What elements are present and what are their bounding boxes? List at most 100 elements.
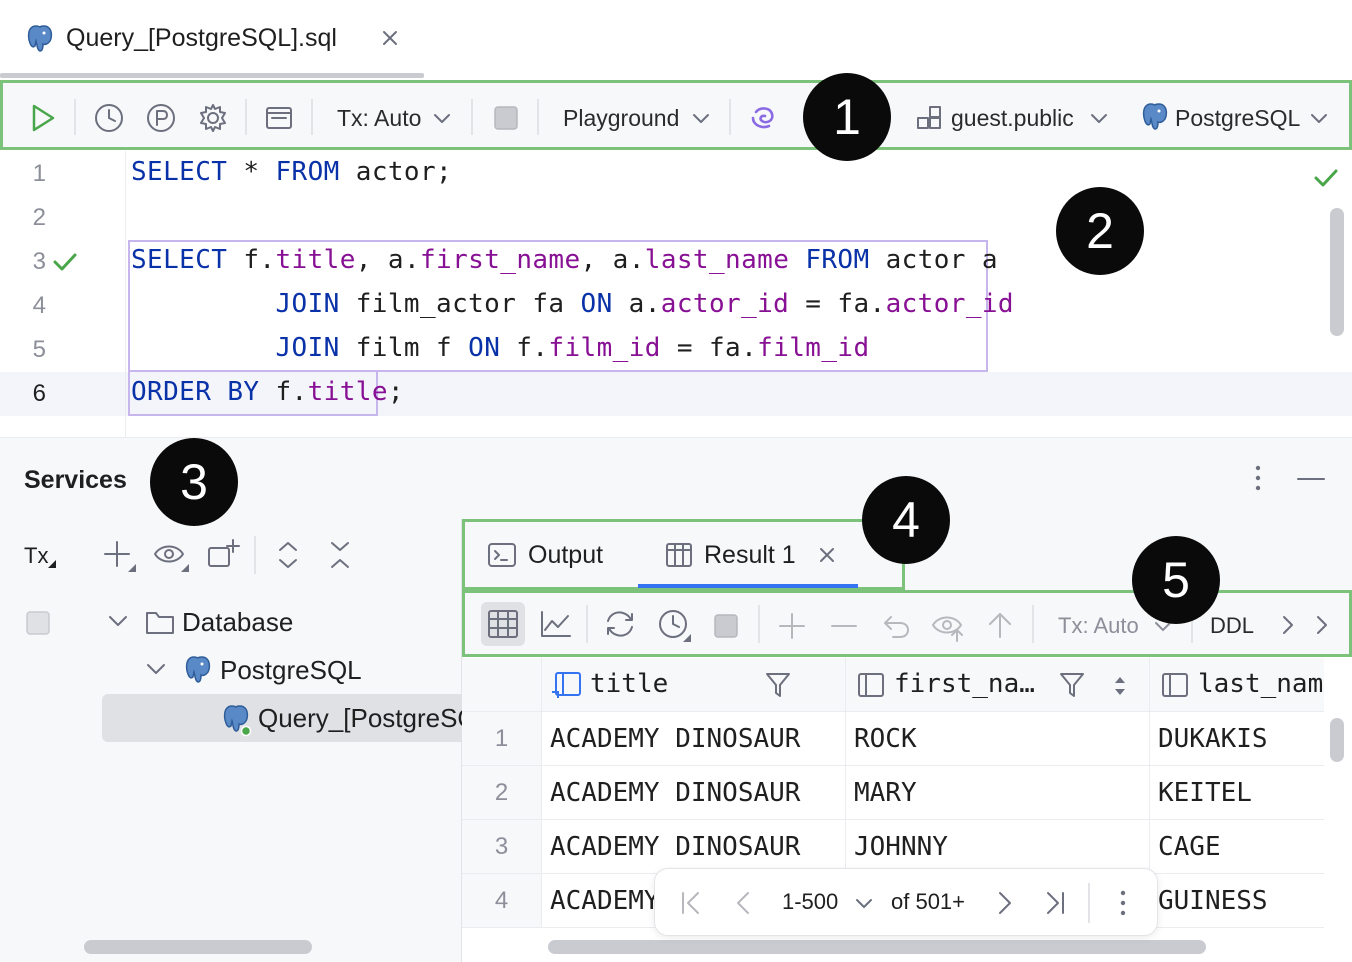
revert-icon[interactable] <box>881 611 911 641</box>
code-line[interactable]: JOIN film f ON f.film_id = fa.film_id <box>131 333 870 363</box>
line-number: 6 <box>32 380 46 407</box>
chart-view-icon[interactable] <box>539 609 573 639</box>
dropdown-corner-icon <box>48 560 56 568</box>
table-cell[interactable]: GUINESS <box>1150 874 1324 928</box>
column-header-first-name[interactable]: first_na… <box>846 658 1150 712</box>
code-line[interactable]: JOIN film_actor fa ON a.actor_id = fa.ac… <box>131 289 1014 319</box>
row-number[interactable]: 3 <box>462 820 542 874</box>
history-icon[interactable] <box>657 608 691 642</box>
view-eye-icon[interactable] <box>153 540 189 572</box>
table-cell[interactable]: JOHNNY <box>846 820 1150 874</box>
submit-icon[interactable] <box>985 609 1015 641</box>
table-cell[interactable]: ACADEMY DINOSAUR <box>542 820 846 874</box>
expand-all-icon[interactable] <box>276 540 300 570</box>
sql-text: f. <box>259 377 308 407</box>
sql-field: title <box>307 377 388 407</box>
chevron-down-icon[interactable] <box>108 614 128 628</box>
column-header-title[interactable]: title <box>542 658 891 712</box>
more-options-icon[interactable] <box>1248 462 1268 494</box>
editor-vertical-scrollbar[interactable] <box>1330 208 1344 336</box>
minimize-icon[interactable] <box>1296 476 1326 482</box>
close-tab-icon[interactable] <box>819 547 835 563</box>
transaction-mode-dropdown[interactable]: Tx: Auto <box>337 105 422 131</box>
code-line[interactable]: SELECT * FROM actor; <box>131 157 452 187</box>
sort-icon[interactable] <box>1114 675 1126 697</box>
sql-keyword: JOIN <box>275 333 340 363</box>
more-options-icon[interactable] <box>1113 887 1133 919</box>
transaction-mode-dropdown[interactable]: Tx: Auto <box>1058 613 1139 638</box>
statement-highlight <box>128 240 988 372</box>
collapse-all-icon[interactable] <box>328 540 352 570</box>
tab-result-1[interactable]: Result 1 <box>704 541 796 569</box>
table-cell[interactable]: ACADEMY DINOSAUR <box>542 712 846 766</box>
chevron-right-icon[interactable] <box>1281 615 1295 635</box>
line-number: 2 <box>32 204 46 231</box>
filter-icon[interactable] <box>1058 671 1086 699</box>
explain-plan-icon[interactable] <box>145 102 177 134</box>
close-tab-icon[interactable] <box>380 28 400 48</box>
table-view-toggle[interactable] <box>481 602 525 646</box>
table-cell[interactable]: ROCK <box>846 712 1150 766</box>
table-cell[interactable]: MARY <box>846 766 1150 820</box>
sql-keyword: FROM <box>805 245 870 275</box>
stop-icon[interactable] <box>713 613 739 639</box>
editor-toolbar: Tx: Auto Playground guest.public Postgre… <box>0 80 1352 150</box>
filter-icon[interactable] <box>764 671 792 699</box>
delete-row-icon[interactable] <box>829 623 859 629</box>
checkbox[interactable] <box>26 611 50 635</box>
tab-title: Query_[PostgreSQL].sql <box>66 24 337 52</box>
sql-keyword: JOIN <box>275 289 340 319</box>
next-page-icon[interactable] <box>995 891 1015 915</box>
active-result-tab-indicator <box>638 584 858 588</box>
preview-changes-icon[interactable] <box>931 611 967 643</box>
grid-vertical-scrollbar[interactable] <box>1330 718 1344 762</box>
new-group-icon[interactable] <box>206 538 240 572</box>
code-line[interactable]: ORDER BY f.title; <box>131 377 404 407</box>
ai-assistant-icon[interactable] <box>748 104 778 132</box>
table-cell[interactable]: KEITEL <box>1150 766 1324 820</box>
inspection-ok-check-icon[interactable] <box>1313 167 1339 189</box>
column-icon <box>856 671 886 699</box>
sql-text: film f <box>339 333 469 363</box>
previous-page-icon[interactable] <box>733 891 753 915</box>
code-line[interactable]: SELECT f.title, a.first_name, a.last_nam… <box>131 245 998 275</box>
table-cell[interactable]: DUKAKIS <box>1150 712 1324 766</box>
tree-horizontal-scrollbar[interactable] <box>84 940 312 954</box>
last-page-icon[interactable] <box>1043 891 1067 915</box>
grid-horizontal-scrollbar[interactable] <box>548 940 1206 954</box>
row-number[interactable]: 4 <box>462 874 542 928</box>
table-cell[interactable]: CAGE <box>1150 820 1324 874</box>
transaction-label[interactable]: Tx <box>24 543 49 568</box>
page-range-dropdown[interactable]: 1-500 <box>782 889 839 914</box>
schema-selector[interactable]: guest.public <box>951 105 1074 131</box>
editor-tab[interactable]: Query_[PostgreSQL].sql <box>0 0 424 78</box>
sql-field: last_name <box>644 245 790 275</box>
run-icon[interactable] <box>29 103 57 133</box>
stop-icon[interactable] <box>493 105 519 131</box>
add-icon[interactable] <box>102 538 136 572</box>
column-header-last-name[interactable]: last_nam <box>1150 658 1324 712</box>
history-icon[interactable] <box>93 102 125 134</box>
output-panel-icon[interactable] <box>264 104 294 132</box>
tree-item-query-wrap: Query_[PostgreSQL] <box>258 703 462 734</box>
chevron-down-icon <box>692 112 710 124</box>
sql-keyword: ON <box>468 333 501 363</box>
playground-dropdown[interactable]: Playground <box>563 105 680 131</box>
tree-item-database[interactable]: Database <box>182 607 294 637</box>
row-number[interactable]: 1 <box>462 712 542 766</box>
row-number[interactable]: 2 <box>462 766 542 820</box>
tree-item-postgresql[interactable]: PostgreSQL <box>220 655 362 685</box>
first-page-icon[interactable] <box>679 891 703 915</box>
datasource-selector[interactable]: PostgreSQL <box>1175 105 1301 131</box>
refresh-icon[interactable] <box>603 608 637 640</box>
table-cell[interactable]: ACADEMY DINOSAUR <box>542 766 846 820</box>
grid-corner[interactable] <box>462 658 542 712</box>
add-row-icon[interactable] <box>777 611 807 641</box>
ddl-button[interactable]: DDL <box>1210 613 1255 638</box>
more-toolbar-chevron-icon[interactable] <box>1315 615 1329 635</box>
executed-check-icon <box>52 251 78 273</box>
tab-output[interactable]: Output <box>528 541 604 569</box>
settings-gear-icon[interactable] <box>197 102 229 134</box>
chevron-down-icon[interactable] <box>146 662 166 676</box>
tree-item-query[interactable]: Query_[PostgreSQL] <box>258 703 462 733</box>
